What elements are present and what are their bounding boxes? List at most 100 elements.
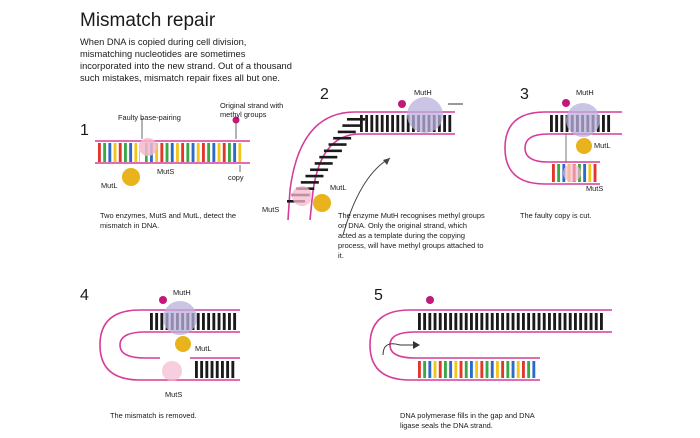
- step-2-mutl-label: MutL: [330, 183, 347, 192]
- step-5-base-pair: [568, 313, 572, 330]
- step-3-muth-protein: [566, 103, 600, 137]
- step-5-base-pair: [428, 361, 432, 378]
- step-4-methyl-group: [159, 296, 167, 304]
- step-5-base-pair: [438, 313, 442, 330]
- step-3-base-pair: [588, 164, 592, 182]
- faulty-base-pairing-label: Faulty base-pairing: [118, 113, 181, 122]
- step-5-base-pair: [537, 313, 541, 330]
- step-5-base-pair: [433, 313, 437, 330]
- step-1-base-pair: [134, 143, 138, 162]
- step-5-outer-strand: [369, 309, 612, 381]
- step-5-base-pair: [600, 313, 603, 330]
- step-5-base-pair: [470, 313, 473, 330]
- step-1-base-pair: [212, 143, 216, 162]
- step-2-base-pair: [319, 155, 338, 159]
- step-5-base-pair: [532, 361, 536, 378]
- step-3-caption: The faulty copy is cut.: [520, 211, 592, 220]
- step-1-muts-label: MutS: [157, 167, 175, 176]
- step-2-base-pair: [375, 115, 379, 132]
- step-5-base-pair: [511, 361, 515, 378]
- step-4-base-pair: [215, 361, 219, 378]
- step-2-curved-arrow-head: [383, 158, 390, 165]
- step-2-base-pair: [323, 149, 342, 153]
- step-4-muth-label: MutH: [173, 288, 191, 297]
- step-1-base-pair: [207, 143, 211, 162]
- step-5-base-pair: [423, 313, 427, 330]
- step-5-base-pair: [459, 361, 463, 378]
- step-3-inner-strand: [524, 133, 622, 163]
- step-1-caption: Two enzymes, MutS and MutL, detect the m…: [100, 211, 236, 230]
- step-4-caption: The mismatch is removed.: [110, 411, 197, 420]
- step-5-base-pair: [444, 361, 447, 378]
- step-4-muts-label: MutS: [165, 390, 183, 399]
- step-3-outer-strand: [504, 111, 622, 185]
- step-4-mutl-label: MutL: [195, 344, 212, 353]
- step-4-base-pair: [212, 313, 216, 330]
- step-5-base-pair: [506, 313, 510, 330]
- step-5-base-pair: [490, 361, 494, 378]
- step-5-number: 5: [374, 287, 383, 304]
- step-2-base-pair: [310, 168, 329, 172]
- step-1-base-pair: [113, 143, 117, 162]
- step-3-base-pair: [557, 164, 561, 182]
- step-2-base-pair: [443, 115, 446, 132]
- step-1-number: 1: [80, 122, 89, 139]
- step-3-base-pair: [550, 115, 553, 132]
- step-2-base-pair: [448, 115, 452, 132]
- step-5-base-pair: [516, 361, 520, 378]
- step-3-muts-label: MutS: [586, 184, 604, 193]
- step-5-caption: DNA polymerase fills in the gap and DNA …: [400, 411, 535, 430]
- step-4-inner-strand: [119, 331, 240, 359]
- intro-text: When DNA is copied during cell division,…: [80, 37, 292, 83]
- step-4-base-pair: [207, 313, 211, 330]
- step-4-muth-protein: [163, 301, 197, 335]
- step-5-base-pair: [464, 313, 468, 330]
- step-4-base-pair: [231, 361, 235, 378]
- step-5-base-pair: [501, 361, 505, 378]
- step-1-base-pair: [165, 143, 169, 162]
- step-1-base-pair: [238, 143, 242, 162]
- step-5-base-pair: [579, 313, 583, 330]
- step-2-base-pair: [406, 115, 410, 132]
- step-5-base-pair: [496, 361, 499, 378]
- step-5-base-pair: [506, 361, 510, 378]
- step-5-base-pair: [438, 361, 442, 378]
- step-4-base-pair: [221, 361, 224, 378]
- step-1-base-pair: [108, 143, 112, 162]
- step-5-base-pair: [433, 361, 437, 378]
- step-5-base-pair: [444, 313, 447, 330]
- step-5-base-pair: [464, 361, 468, 378]
- step-1-base-pair: [160, 143, 164, 162]
- step-3-base-pair: [560, 115, 564, 132]
- step-5-base-pair: [558, 313, 562, 330]
- step-2-base-pair: [391, 115, 394, 132]
- step-1-base-pair: [228, 143, 231, 162]
- step-2-methyl-group: [398, 100, 406, 108]
- step-2-base-pair: [401, 115, 405, 132]
- step-5-base-pair: [516, 313, 520, 330]
- step-4-base-pair: [233, 313, 237, 330]
- step-1-methyl-group: [232, 116, 240, 124]
- step-2-base-pair: [305, 174, 324, 178]
- step-1-base-pair: [233, 143, 237, 162]
- step-5-base-pair: [589, 313, 593, 330]
- step-2-base-pair: [360, 115, 363, 132]
- step-5-base-pair: [475, 313, 479, 330]
- copy-label: copy: [228, 173, 244, 182]
- step-4-base-pair: [150, 313, 153, 330]
- step-1-base-pair: [181, 143, 185, 162]
- step-2-curved-arrow: [342, 157, 391, 236]
- step-5-base-pair: [485, 361, 489, 378]
- step-3-base-pair: [607, 115, 611, 132]
- step-4-base-pair: [217, 313, 221, 330]
- step-5-base-pair: [485, 313, 489, 330]
- step-2-muth-protein: [407, 97, 443, 133]
- step-4-mutl-protein: [175, 336, 191, 352]
- step-5-inner-strand: [389, 331, 612, 359]
- step-1-base-pair: [129, 143, 133, 162]
- step-5-base-pair: [454, 361, 458, 378]
- step-1-muts-protein: [139, 138, 157, 156]
- step-1-base-pair: [217, 143, 221, 162]
